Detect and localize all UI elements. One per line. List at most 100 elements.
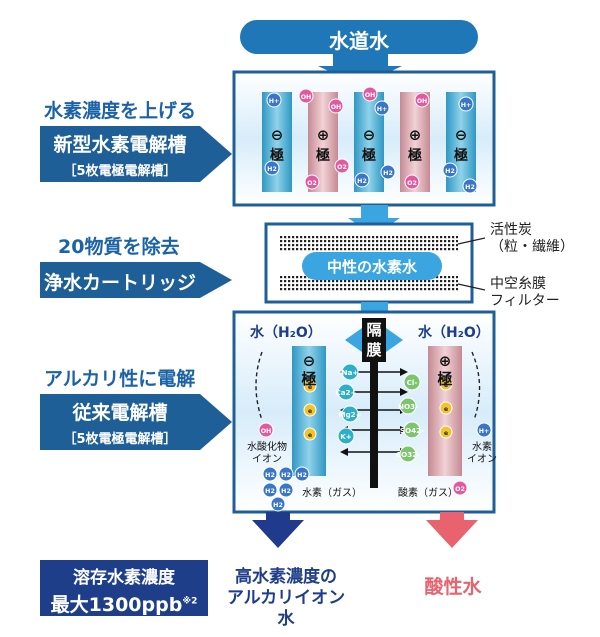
upper-ion-13-label: O2 bbox=[407, 180, 417, 187]
carbon-label-2: （粒・繊維） bbox=[490, 239, 574, 255]
alkaline-output-label: 高水素濃度の アルカリイオン水 bbox=[226, 567, 346, 630]
upper-ion-4-label: OH bbox=[365, 92, 376, 99]
step3-sub: ［5枚電極電解槽］ bbox=[63, 432, 177, 447]
upper-plate-sign-3: ⊖ bbox=[363, 126, 376, 144]
upper-plate-label-5: 極 bbox=[454, 147, 468, 164]
upper-ion-11-label: H2 bbox=[357, 178, 367, 185]
separator-membrane bbox=[370, 346, 378, 488]
lower-oh-ion bbox=[258, 422, 274, 438]
filter-water-label: 中性の水素水 bbox=[326, 258, 417, 276]
cation-2 bbox=[337, 383, 355, 401]
upper-ion-15 bbox=[462, 178, 478, 194]
step3-heading: アルカリ性に電解 bbox=[44, 368, 196, 390]
cation-1 bbox=[341, 363, 359, 381]
lower-h2-1-label: H2 bbox=[265, 472, 275, 479]
lower-o2 bbox=[452, 480, 468, 496]
separator-label-box bbox=[362, 318, 386, 362]
upper-ion-8-label: H2 bbox=[267, 166, 277, 173]
cation-3 bbox=[341, 405, 359, 423]
lower-neg-sign: ⊖ bbox=[302, 352, 316, 370]
down-arrow-1 bbox=[348, 205, 400, 236]
electron-pos-1-label: e bbox=[444, 382, 448, 389]
anion-1-label: Cl- bbox=[407, 378, 418, 387]
upper-ion-5-label: H+ bbox=[377, 106, 388, 113]
lower-pos-label: ⊕ 極 bbox=[428, 352, 462, 388]
hydroxide-label-2: イオン bbox=[252, 454, 282, 465]
membrane-leader bbox=[457, 283, 486, 291]
anion-3 bbox=[403, 421, 421, 439]
electron-neg-3-label: e bbox=[308, 432, 312, 439]
upper-plate-label-3: 極 bbox=[362, 147, 376, 164]
upper-plate-sign-5: ⊖ bbox=[455, 126, 468, 144]
ion-flow-right-head-2 bbox=[400, 388, 408, 396]
inlet-arrow bbox=[318, 54, 402, 86]
banner-step1-arrow bbox=[200, 126, 232, 182]
step1-sub: ［5枚電極電解槽］ bbox=[63, 164, 177, 179]
lower-h2-6-label: H2 bbox=[273, 502, 283, 509]
lower-h2-4 bbox=[262, 482, 278, 498]
water-left-label: 水（H₂O） bbox=[250, 325, 322, 341]
upper-ion-10 bbox=[334, 158, 350, 174]
cation-2-label: Ca2+ bbox=[335, 388, 356, 397]
badge-text: 溶存水素濃度 最大1300ppb※2 bbox=[40, 563, 208, 617]
alkaline-output-1: 高水素濃度の bbox=[235, 567, 337, 587]
membrane-label-2: フィルター bbox=[490, 293, 560, 309]
upper-ion-2-label: OH bbox=[301, 94, 312, 101]
upper-ion-6 bbox=[414, 92, 430, 108]
acidic-output-label: 酸性水 bbox=[424, 576, 482, 598]
upper-ion-12-label: H2 bbox=[383, 170, 393, 177]
lower-h2-5-label: H2 bbox=[281, 488, 291, 495]
upper-plate-sign-4: ⊕ bbox=[409, 126, 422, 144]
upper-plate-sign-1: ⊖ bbox=[271, 126, 284, 144]
anion-4 bbox=[399, 445, 417, 463]
electron-pos-3-label: e bbox=[444, 430, 448, 437]
ion-flow-left-head-5 bbox=[340, 448, 348, 456]
top-inlet-pill bbox=[240, 20, 478, 54]
badge-line1: 溶存水素濃度 bbox=[73, 568, 175, 588]
anion-2-label: NO3- bbox=[398, 402, 418, 411]
electron-pos-2-label: e bbox=[444, 406, 448, 413]
cation-1-label: Na+ bbox=[342, 368, 359, 377]
upper-plate-label-2: 極 bbox=[316, 147, 330, 164]
electron-neg-1-label: e bbox=[308, 384, 312, 391]
cation-4 bbox=[337, 427, 355, 445]
banner-step2 bbox=[40, 262, 200, 298]
upper-ion-8 bbox=[264, 160, 280, 176]
membrane-label-1: 中空糸膜 bbox=[490, 276, 546, 292]
lower-h-ion bbox=[476, 422, 492, 438]
lower-h2-2-label: H2 bbox=[281, 472, 291, 479]
anion-4-label: CO32- bbox=[396, 450, 420, 459]
step2-heading: 20物質を除去 bbox=[58, 236, 180, 258]
banner-step1 bbox=[40, 126, 200, 182]
separator-left-arrow bbox=[345, 328, 362, 352]
concentration-badge bbox=[40, 560, 208, 616]
upper-ion-10-label: O2 bbox=[337, 164, 347, 171]
badge-line2: 最大1300ppb bbox=[50, 594, 183, 616]
top-inlet-label: 水道水 bbox=[329, 29, 389, 53]
alkaline-outlet-arrow bbox=[252, 512, 304, 548]
upper-ion-7-label: H+ bbox=[461, 102, 472, 109]
separator-right-arrow bbox=[386, 328, 403, 352]
electron-pos-3 bbox=[439, 425, 453, 439]
step1-banner-text: 新型水素電解槽 ［5枚電極電解槽］ bbox=[40, 130, 200, 179]
cation-3-label: Mg2+ bbox=[338, 410, 361, 419]
separator-label-1: 隔 bbox=[366, 321, 382, 339]
anion-1 bbox=[403, 373, 421, 391]
separator-label-2: 膜 bbox=[366, 341, 382, 359]
upper-ion-1 bbox=[266, 92, 282, 108]
electron-pos-2 bbox=[439, 401, 453, 415]
lower-oh-ion-label: OH bbox=[261, 428, 272, 435]
step3-title: 従来電解槽 bbox=[72, 402, 168, 424]
hydrogen-gas-label: 水素（ガス） bbox=[302, 488, 362, 499]
carbon-label: 活性炭 （粒・繊維） bbox=[490, 222, 574, 256]
cation-4-label: K+ bbox=[340, 432, 352, 441]
lower-h2-3-label: H2 bbox=[297, 472, 307, 479]
hydrogen-ion-label-2: イオン bbox=[467, 454, 497, 465]
lower-h-ion-label: H+ bbox=[479, 428, 490, 435]
lower-pos-sign: ⊕ bbox=[438, 352, 452, 370]
badge-note: ※2 bbox=[182, 596, 198, 607]
